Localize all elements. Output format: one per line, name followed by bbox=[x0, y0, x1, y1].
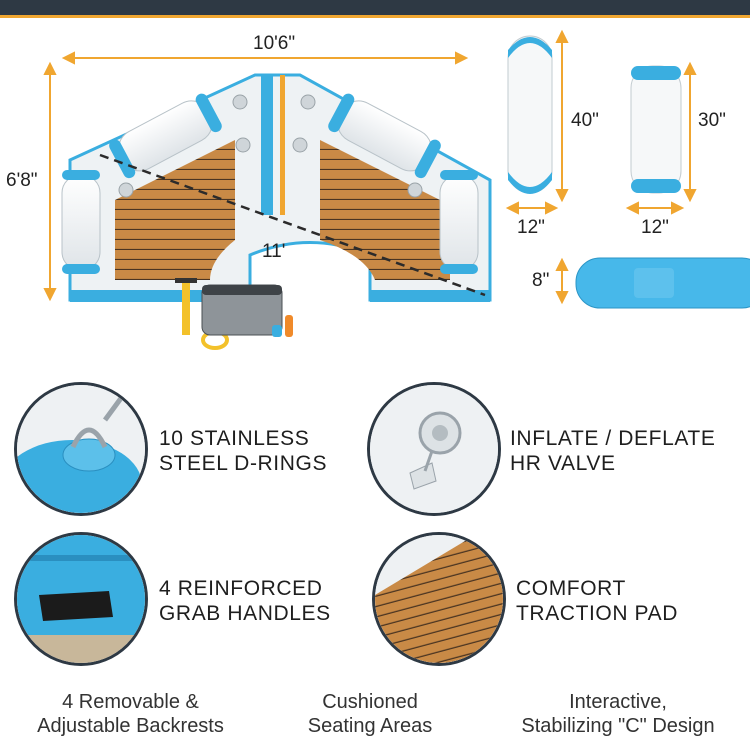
valve-icon bbox=[367, 382, 501, 516]
feature-grab-handles-line1: 4 REINFORCED bbox=[159, 577, 323, 600]
bolster-diameter-label: 8" bbox=[532, 270, 550, 291]
caption-backrests-line1: 4 Removable & bbox=[62, 691, 199, 713]
caption-c-design: Interactive, Stabilizing "C" Design bbox=[490, 690, 746, 738]
feature-grab-handles-line2: GRAB HANDLES bbox=[159, 602, 331, 625]
grab-handle-icon bbox=[14, 532, 148, 666]
feature-valve: INFLATE / DEFLATE HR VALVE bbox=[510, 426, 715, 476]
caption-backrests-line2: Adjustable Backrests bbox=[37, 715, 224, 737]
caption-seating-line2: Seating Areas bbox=[307, 715, 433, 737]
backrest-large bbox=[507, 35, 553, 194]
raft-height-label: 6'8" bbox=[6, 170, 38, 191]
raft-diagonal-label: 11' bbox=[262, 241, 286, 262]
feature-d-rings-line1: 10 STAINLESS bbox=[159, 427, 310, 450]
backrest-small-height-label: 30" bbox=[698, 110, 726, 131]
d-ring-icon bbox=[14, 382, 148, 516]
raft-illustration bbox=[61, 73, 492, 350]
caption-seating-line1: Cushioned bbox=[322, 691, 418, 713]
dimension-lines bbox=[43, 29, 697, 305]
feature-valve-line1: INFLATE / DEFLATE bbox=[510, 427, 716, 450]
feature-traction-pad-line1: COMFORT bbox=[516, 577, 626, 600]
caption-c-design-line1: Interactive, bbox=[569, 691, 667, 713]
caption-seating: Cushioned Seating Areas bbox=[280, 690, 460, 738]
feature-d-rings: 10 STAINLESS STEEL D-RINGS bbox=[159, 426, 327, 476]
feature-grab-handles: 4 REINFORCED GRAB HANDLES bbox=[159, 576, 331, 626]
feature-d-rings-line2: STEEL D-RINGS bbox=[159, 452, 328, 475]
bolster-tube bbox=[575, 257, 750, 309]
backrest-large-height-label: 40" bbox=[571, 110, 599, 131]
feature-valve-line2: HR VALVE bbox=[510, 452, 616, 475]
backrest-small bbox=[630, 65, 682, 194]
caption-backrests: 4 Removable & Adjustable Backrests bbox=[8, 690, 253, 738]
raft-width-label: 10'6" bbox=[253, 33, 296, 54]
traction-pad-icon bbox=[372, 532, 506, 666]
caption-c-design-line2: Stabilizing "C" Design bbox=[521, 715, 715, 737]
feature-traction-pad-line2: TRACTION PAD bbox=[516, 602, 678, 625]
backrest-large-width-label: 12" bbox=[517, 217, 545, 238]
feature-traction-pad: COMFORT TRACTION PAD bbox=[516, 576, 678, 626]
header-accent-line bbox=[0, 15, 750, 18]
backrest-small-width-label: 12" bbox=[641, 217, 669, 238]
header-bar bbox=[0, 0, 750, 15]
